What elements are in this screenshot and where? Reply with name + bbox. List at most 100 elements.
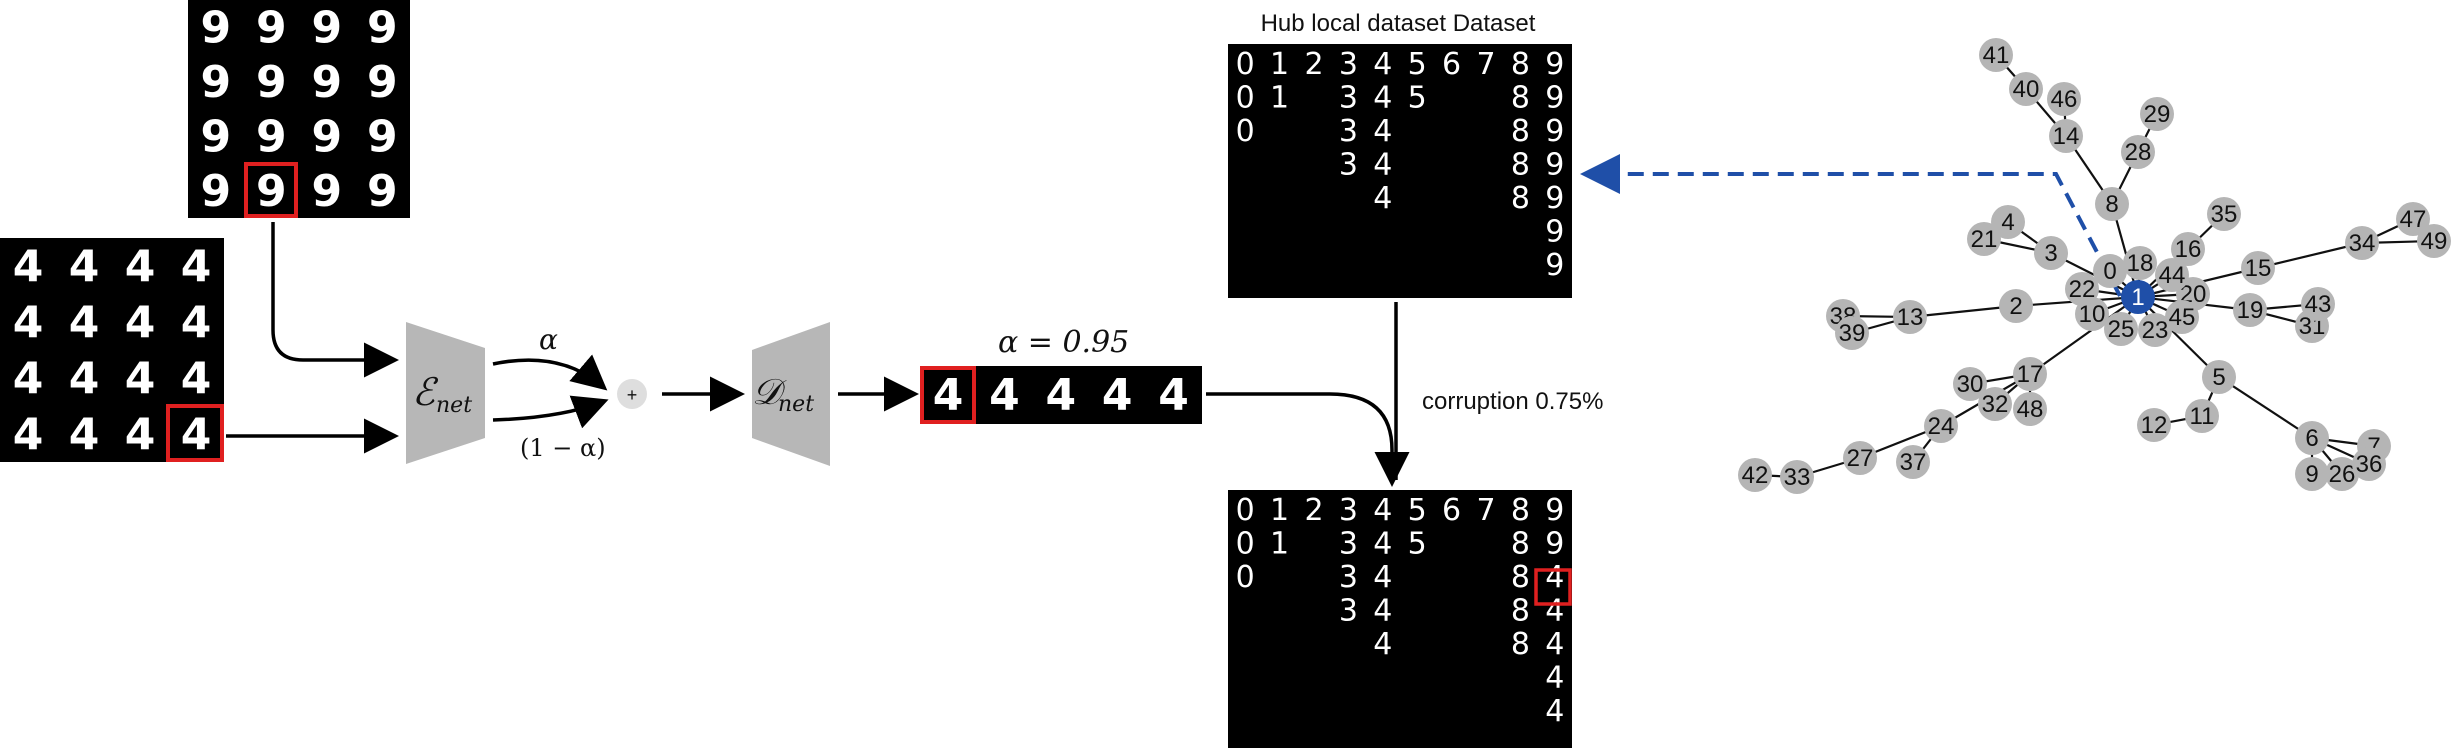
graph-node-circle xyxy=(2138,313,2172,347)
graph-node-circle xyxy=(2123,246,2157,280)
output-digit: 4 xyxy=(1158,370,1189,421)
graph-node-label: 3 xyxy=(2044,240,2057,267)
graph-node-label: 11 xyxy=(2190,403,2215,430)
grid-digit: 9 xyxy=(256,57,287,108)
grid-digit: 9 xyxy=(256,112,287,163)
graph-node: 34 xyxy=(2345,226,2379,260)
dataset-digit: 9 xyxy=(1545,248,1564,283)
encoder-label: ℰ xyxy=(412,370,439,414)
grid-digit: 4 xyxy=(125,410,156,461)
grid-digit: 9 xyxy=(256,3,287,54)
selected-four-highlight xyxy=(166,404,224,462)
arrow-alpha-branch xyxy=(492,354,608,391)
graph-node: 12 xyxy=(2137,408,2171,442)
graph-node: 22 xyxy=(2065,272,2099,306)
graph-node: 46 xyxy=(2047,82,2081,116)
graph-node: 16 xyxy=(2171,232,2205,266)
hub-node: 1 xyxy=(2121,280,2155,314)
grid-digit: 9 xyxy=(311,3,342,54)
graph-node-label: 22 xyxy=(2069,276,2096,303)
dataset-digit: 0 xyxy=(1236,114,1255,149)
dataset-digit: 1 xyxy=(1270,81,1289,116)
graph-node-label: 12 xyxy=(2141,412,2168,439)
hub-node-circle xyxy=(2121,280,2155,314)
graph-node-label: 21 xyxy=(1971,226,1998,253)
arrow-nine-to-encoder xyxy=(271,222,399,378)
decoder-shape xyxy=(752,322,830,466)
graph-node: 17 xyxy=(2013,357,2047,391)
dataset-digit: 4 xyxy=(1373,493,1392,528)
output-highlight xyxy=(920,366,976,424)
graph-node-label: 2 xyxy=(2009,293,2022,320)
graph-node-circle xyxy=(2417,224,2451,258)
graph-node-circle xyxy=(2034,236,2068,270)
graph-node: 4 xyxy=(1991,205,2025,239)
plus-symbol: + xyxy=(627,385,638,405)
dataset-digit: 9 xyxy=(1545,114,1564,149)
dataset-digit: 4 xyxy=(1373,627,1392,662)
grid-digit: 4 xyxy=(69,410,100,461)
graph-node-label: 36 xyxy=(2356,451,2383,478)
graph-node-circle xyxy=(2241,251,2275,285)
graph-node-label: 34 xyxy=(2349,230,2376,257)
dataset-digit: 5 xyxy=(1408,493,1427,528)
graph-node-circle xyxy=(2202,360,2236,394)
graph-node-circle xyxy=(2155,258,2189,292)
graph-node: 0 xyxy=(2093,254,2127,288)
graph-edge xyxy=(2137,296,2220,378)
dataset-digit: 6 xyxy=(1442,493,1461,528)
graph-node-label: 44 xyxy=(2159,262,2186,289)
graph-node-circle xyxy=(2093,254,2127,288)
dataset-digit: 3 xyxy=(1339,114,1358,149)
graph-node: 47 xyxy=(2396,202,2430,236)
graph-node: 23 xyxy=(2138,313,2172,347)
dataset-digit: 1 xyxy=(1270,493,1289,528)
dataset-digit: 2 xyxy=(1304,47,1323,82)
graph-node: 42 xyxy=(1738,458,1772,492)
graph-node-circle xyxy=(2013,357,2047,391)
graph-node-label: 0 xyxy=(2103,258,2116,285)
dataset-digit: 9 xyxy=(1545,181,1564,216)
graph-node: 44 xyxy=(2155,258,2189,292)
graph-node-circle xyxy=(2185,399,2219,433)
graph-edge xyxy=(2218,376,2313,439)
graph-node-circle xyxy=(2009,72,2043,106)
dataset-digit: 7 xyxy=(1476,47,1495,82)
dataset-digit: 9 xyxy=(1545,81,1564,116)
graph-node-label: 42 xyxy=(1742,462,1769,489)
graph-node-circle xyxy=(2121,135,2155,169)
graph-node-circle xyxy=(2140,97,2174,131)
dataset-digit: 5 xyxy=(1408,527,1427,562)
dataset-digit: 4 xyxy=(1545,694,1564,729)
dataset-digit: 0 xyxy=(1236,81,1255,116)
one-minus-alpha-label: (1 − α) xyxy=(520,434,606,462)
graph-node-label: 35 xyxy=(2211,201,2238,228)
graph-node-label: 33 xyxy=(1784,464,1811,491)
graph-node: 24 xyxy=(1924,409,1958,443)
graph-node-circle xyxy=(2171,232,2205,266)
dataset-digit: 4 xyxy=(1373,181,1392,216)
graph-node-label: 48 xyxy=(2017,396,2044,423)
graph-node-circle xyxy=(2345,226,2379,260)
grid-digit: 4 xyxy=(13,298,44,349)
encoder-shape xyxy=(406,322,485,464)
graph-node: 19 xyxy=(2233,293,2267,327)
dataset-digit: 1 xyxy=(1270,527,1289,562)
arrow-one-minus-alpha-branch xyxy=(492,395,609,429)
grid-digit: 9 xyxy=(256,166,287,217)
graph-node: 25 xyxy=(2104,312,2138,346)
dataset-digit: 4 xyxy=(1373,527,1392,562)
grid-digit: 4 xyxy=(125,298,156,349)
graph-node-label: 16 xyxy=(2175,236,2202,263)
graph-edge xyxy=(2257,241,2363,270)
graph-node: 45 xyxy=(2165,300,2199,334)
output-digit: 4 xyxy=(1102,370,1133,421)
dataset-digit: 8 xyxy=(1511,627,1530,662)
dataset-digit: 3 xyxy=(1339,527,1358,562)
graph-node-label: 8 xyxy=(2105,191,2118,218)
graph-node-circle xyxy=(2095,187,2129,221)
dataset-digit: 8 xyxy=(1511,527,1530,562)
